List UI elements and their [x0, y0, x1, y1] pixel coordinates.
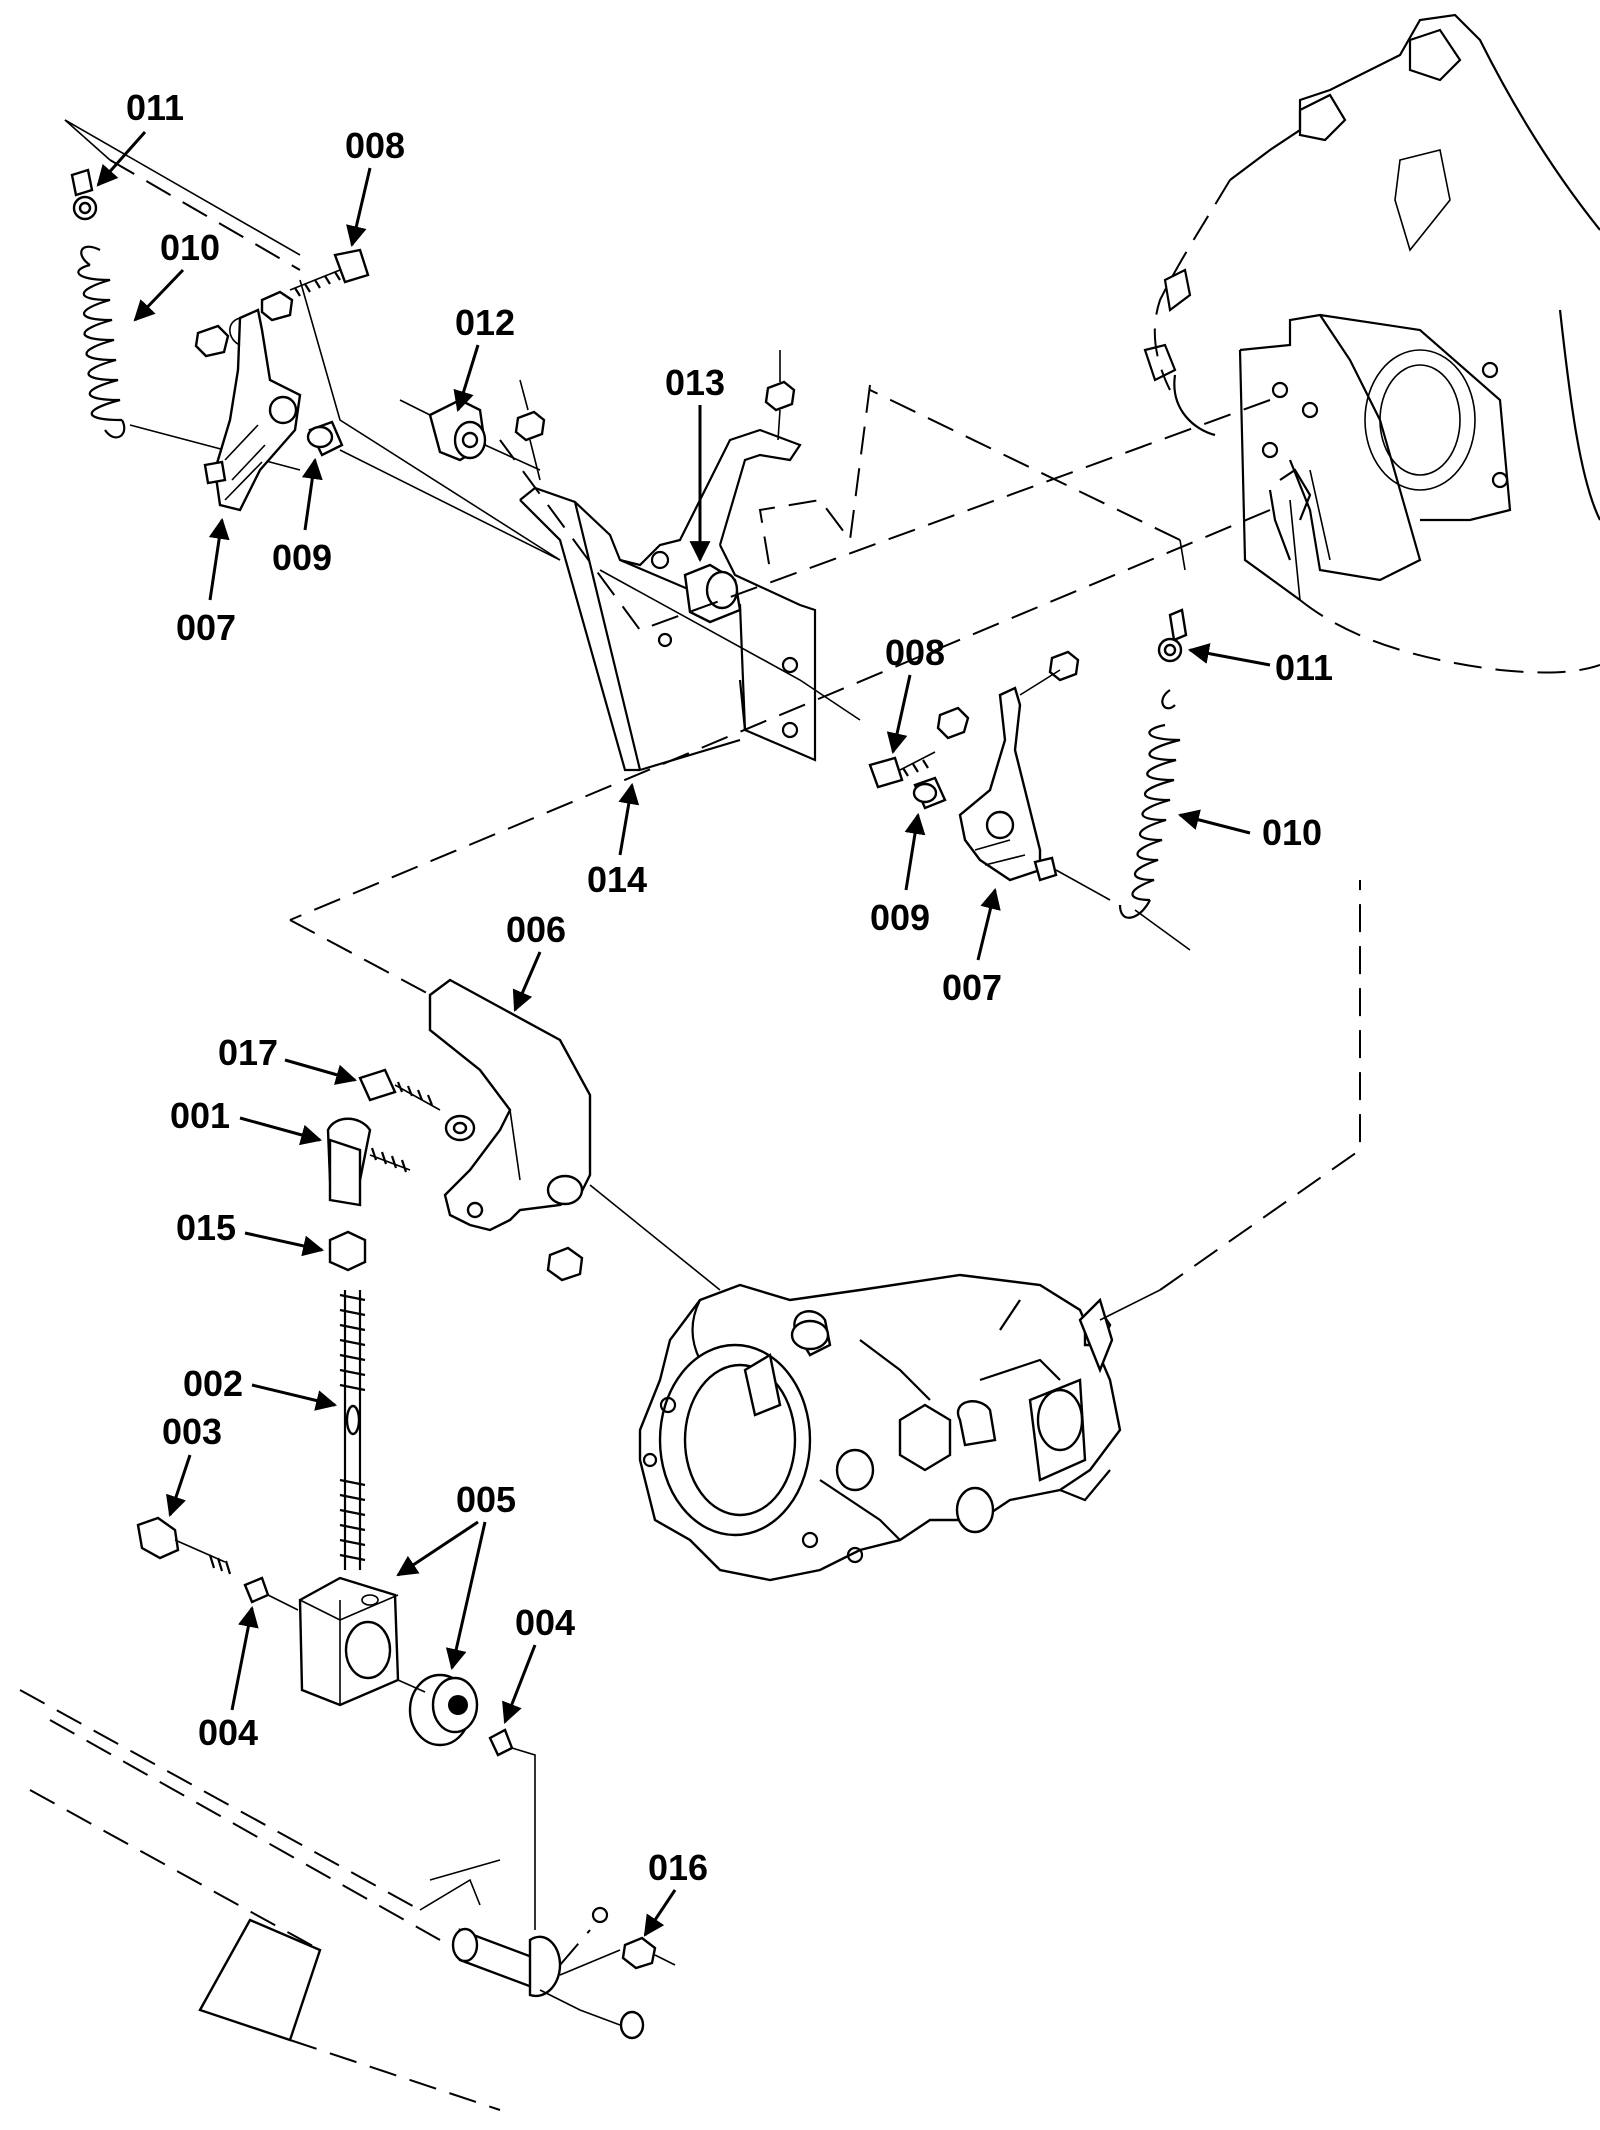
callout-016: 016	[648, 1847, 709, 1888]
callout-011-right: 011	[1275, 647, 1334, 688]
spring-group-right	[289, 509, 1271, 1001]
leader-012	[453, 344, 480, 413]
callout-007-upper-left: 007	[176, 607, 237, 648]
leader-007-upper-left	[208, 517, 230, 601]
leader-016	[643, 1889, 677, 1937]
spring-group-left	[64, 119, 561, 561]
leader-001	[239, 1116, 323, 1146]
leader-014	[618, 782, 640, 856]
leader-010-upper-left	[133, 268, 185, 322]
leader-004-left	[230, 1605, 259, 1711]
callout-009-upper-left: 009	[272, 537, 333, 578]
leader-004-right	[502, 1644, 537, 1724]
callout-003: 003	[162, 1411, 223, 1452]
callout-004-right: 004	[515, 1602, 576, 1643]
leader-017	[284, 1058, 358, 1085]
leader-008-upper-left	[346, 167, 372, 248]
callout-002: 002	[183, 1363, 244, 1404]
callout-010-right: 010	[1262, 812, 1323, 853]
callout-005: 005	[456, 1479, 517, 1520]
callout-010-upper-left: 010	[160, 227, 221, 268]
callout-008-upper-left: 008	[345, 125, 406, 166]
callout-006: 006	[506, 909, 567, 950]
callout-007-right: 007	[942, 967, 1003, 1008]
center-bracket	[299, 279, 1271, 772]
callout-004-left: 004	[198, 1712, 259, 1753]
leader-005-block	[396, 1520, 479, 1577]
engine-housing	[1143, 13, 1600, 674]
callout-014: 014	[587, 859, 648, 900]
lower-lever-group	[19, 978, 676, 2111]
leader-007-right	[976, 887, 1001, 961]
leader-009-right	[904, 812, 926, 891]
leader-006	[512, 951, 542, 1012]
callout-015: 015	[176, 1207, 237, 1248]
leader-009-upper-left	[301, 457, 323, 531]
callout-011-upper-left: 011	[126, 87, 185, 128]
leader-003	[166, 1454, 192, 1517]
callout-009-right: 009	[870, 897, 931, 938]
leader-011-upper-left	[96, 131, 147, 187]
callout-001: 001	[170, 1095, 231, 1136]
callout-017: 017	[218, 1032, 279, 1073]
leader-015	[244, 1231, 325, 1257]
callout-008-right: 008	[885, 632, 946, 673]
hydraulic-pump	[589, 880, 1361, 1582]
leader-002	[251, 1383, 338, 1411]
leader-008-right	[886, 674, 912, 755]
callout-013: 013	[665, 362, 726, 403]
callout-012: 012	[455, 302, 516, 343]
leader-005-roller	[445, 1521, 487, 1671]
leader-010-right	[1177, 809, 1251, 835]
leader-011-right	[1187, 643, 1271, 667]
